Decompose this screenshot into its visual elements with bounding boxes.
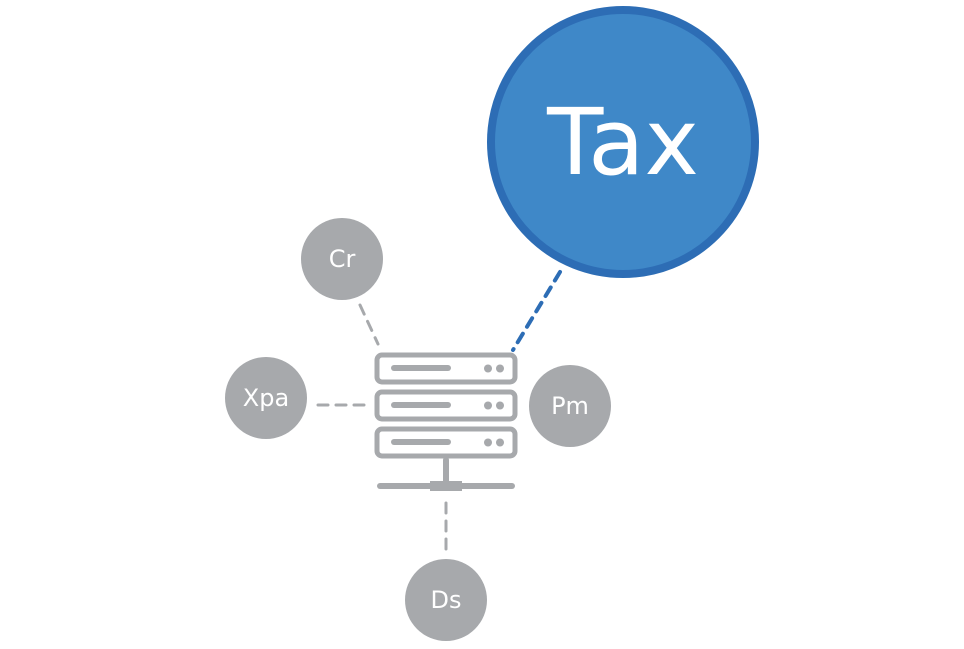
node-xpa xyxy=(225,357,307,439)
server-rack-icon xyxy=(374,352,518,491)
server-rack-base-block xyxy=(430,481,462,491)
server-rack-indicator xyxy=(391,365,451,371)
server-rack-light xyxy=(496,438,504,447)
server-rack-indicator xyxy=(391,439,451,445)
node-cr xyxy=(301,218,383,300)
server-rack-light xyxy=(484,401,492,410)
server-rack-light xyxy=(496,401,504,410)
connector-tax xyxy=(511,270,562,352)
node-pm xyxy=(529,365,611,447)
server-rack-indicator xyxy=(391,402,451,408)
server-rack-light xyxy=(484,438,492,447)
server-rack-light xyxy=(484,364,492,373)
connector-cr xyxy=(358,303,380,346)
node-tax xyxy=(487,6,759,278)
server-rack-light xyxy=(496,364,504,373)
node-ds xyxy=(405,559,487,641)
